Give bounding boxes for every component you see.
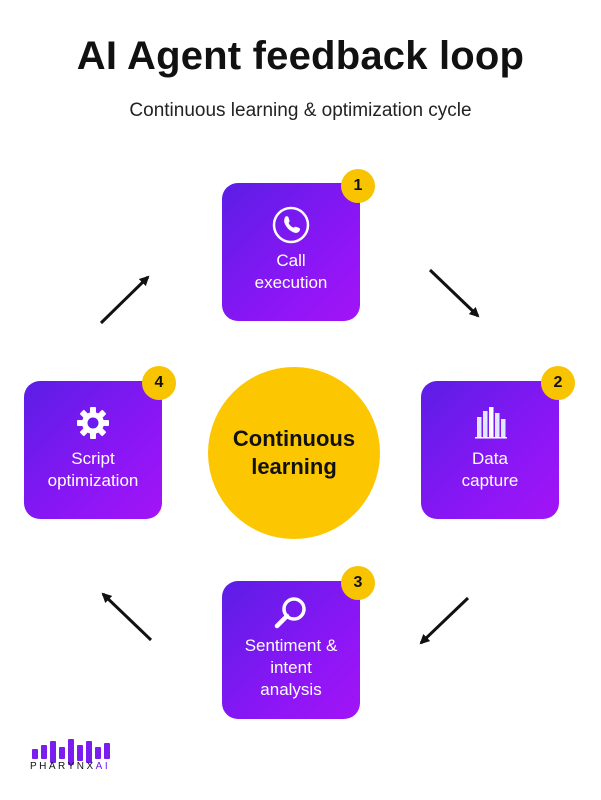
brand-logo-icon <box>32 739 110 765</box>
arrow-2-to-3 <box>419 596 470 645</box>
center-label-line2: learning <box>251 454 337 479</box>
arrow-1-to-2 <box>428 268 480 318</box>
phone-icon <box>272 206 310 244</box>
step-label-line2: intent <box>270 658 312 677</box>
step-label-line2: optimization <box>47 471 139 490</box>
brand-name-main: PHARYNX <box>30 761 96 772</box>
gear-icon <box>77 407 109 439</box>
step-card-script-optimization: Script optimization <box>24 381 162 519</box>
brand-name-accent: AI <box>95 761 111 772</box>
bar-chart-icon <box>475 407 507 439</box>
step-card-sentiment-analysis: Sentiment & intent analysis <box>222 581 360 719</box>
center-label-line1: Continuous <box>232 426 356 451</box>
step-label-line3: analysis <box>260 680 322 699</box>
step-card-call-execution: Call execution <box>222 183 360 321</box>
step-number-badge: 1 <box>341 169 375 203</box>
step-label-line2: execution <box>254 273 328 292</box>
center-label: Continuous learning <box>233 425 355 481</box>
magnifier-icon <box>274 597 306 629</box>
brand-wordmark: PHARYNXAI <box>30 761 110 772</box>
step-number-badge: 3 <box>341 566 375 600</box>
page-title: AI Agent feedback loop <box>76 34 525 78</box>
center-circle: Continuous learning <box>208 367 380 539</box>
step-label-line1: Script <box>71 449 115 468</box>
step-label-line1: Call <box>276 251 306 270</box>
step-label-line2: capture <box>461 471 519 490</box>
arrow-3-to-4 <box>101 592 153 642</box>
step-number-badge: 2 <box>541 366 575 400</box>
step-label-line1: Data <box>472 449 508 468</box>
page-subtitle: Continuous learning & optimization cycle <box>129 100 472 121</box>
step-number-badge: 4 <box>142 366 176 400</box>
step-label-line1: Sentiment & <box>244 636 338 655</box>
step-card-data-capture: Data capture <box>421 381 559 519</box>
arrow-4-to-1 <box>99 275 150 325</box>
